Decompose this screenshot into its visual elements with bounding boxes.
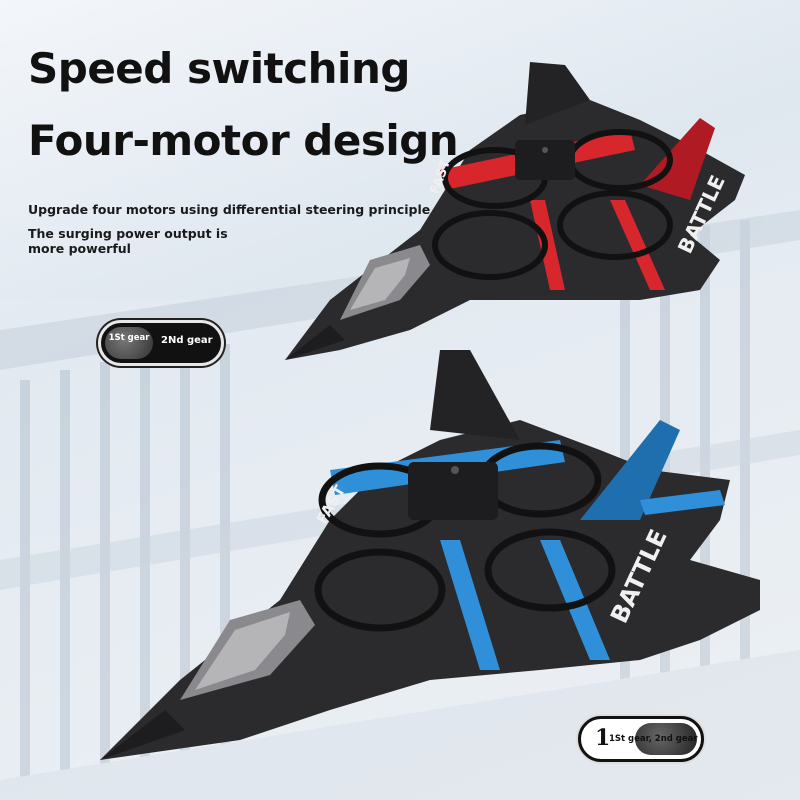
gear-switch-knob (635, 723, 697, 755)
gear-switch-knob: 1St gear (105, 327, 153, 359)
rc-plane-red: BATTLE FAST (285, 62, 745, 360)
feature-text-differential-steering: Upgrade four motors using differential s… (28, 202, 431, 217)
gear-switch-label-second: 2Nd gear (161, 335, 213, 346)
gear-switch-label: 1St gear, 2nd gear (609, 734, 698, 744)
headline-speed-switching: Speed switching (28, 44, 410, 93)
feature-text-power-output: The surging power output is more powerfu… (28, 226, 228, 256)
switch-indicator-icon: 1 (595, 725, 611, 751)
headline-four-motor-design: Four-motor design (28, 116, 459, 165)
gear-switch-second-gear: 1 1St gear, 2nd gear (578, 716, 704, 762)
rc-plane-blue: BATTLE FAST (100, 350, 760, 760)
gear-switch-first-gear: 1St gear 2Nd gear (98, 320, 224, 366)
